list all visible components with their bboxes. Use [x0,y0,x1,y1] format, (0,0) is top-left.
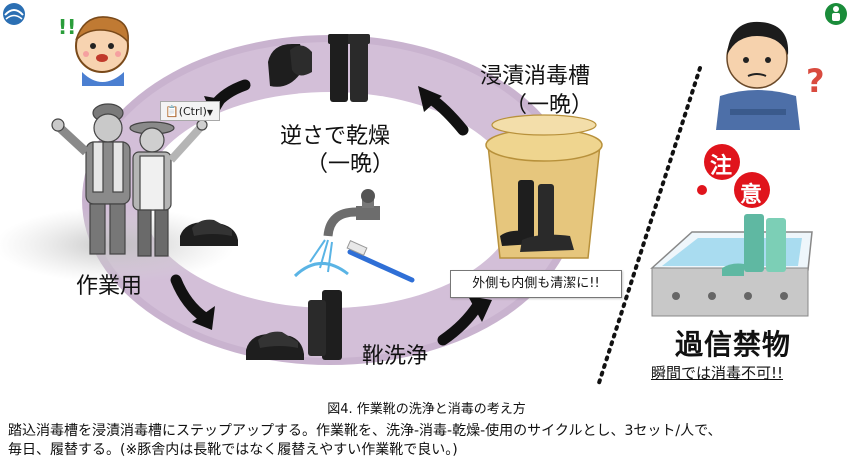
dotted-divider [596,66,702,388]
paste-options-tooltip[interactable]: 📋(Ctrl)▼ [160,101,220,121]
use-label: 作業用 [76,274,143,299]
dry-label: 逆さで乾燥 [280,124,391,149]
clogs-left-icon [180,219,238,246]
footbath-icon [650,214,813,317]
body-text: 踏込消毒槽を浸漬消毒槽にステップアップする。作業靴を、洗浄-消毒-乾燥-使用のサ… [8,422,848,460]
farmers-icon [51,103,208,257]
washing-boots-icon [308,290,342,360]
right-corner-logo [825,3,847,25]
drying-boots-icon [268,34,370,102]
happy-boy-icon: !! [58,15,129,86]
brush-icon [346,240,415,283]
warning-title: 過信禁物 [675,328,792,361]
left-corner-logo [3,3,25,25]
svg-text:?: ? [806,62,825,100]
clipboard-icon: 📋 [165,105,179,118]
caution-char-1: 注 [710,154,733,179]
warning-subtitle: 瞬間では消毒不可!! [651,364,784,382]
wash-label: 靴洗浄 [362,344,429,369]
figure-caption: 図4. 作業靴の洗浄と消毒の考え方 [327,402,526,417]
worried-man-icon: ? [716,21,825,130]
clean-callout: 外側も内側も清潔に!! [450,270,622,298]
body-line-2: 毎日、履替する。(※豚舎内は長靴ではなく履替えやすい作業靴で良い。) [8,442,458,458]
caution-badge [697,144,770,208]
faucet-icon [293,189,380,278]
dry-sub-label: （一晩） [306,152,395,177]
body-line-1: 踏込消毒槽を浸漬消毒槽にステップアップする。作業靴を、洗浄-消毒-乾燥-使用のサ… [8,423,722,439]
caution-char-2: 意 [740,183,763,208]
soak-label: 浸漬消毒槽 [480,64,591,89]
disinfection-bucket-icon [485,114,603,259]
soak-sub-label: （一晩） [505,93,594,118]
chevron-down-icon: ▼ [206,108,214,117]
clogs-bottom-icon [246,331,304,360]
svg-text:!!: !! [58,15,76,39]
paste-tip-label: (Ctrl) [178,105,207,118]
